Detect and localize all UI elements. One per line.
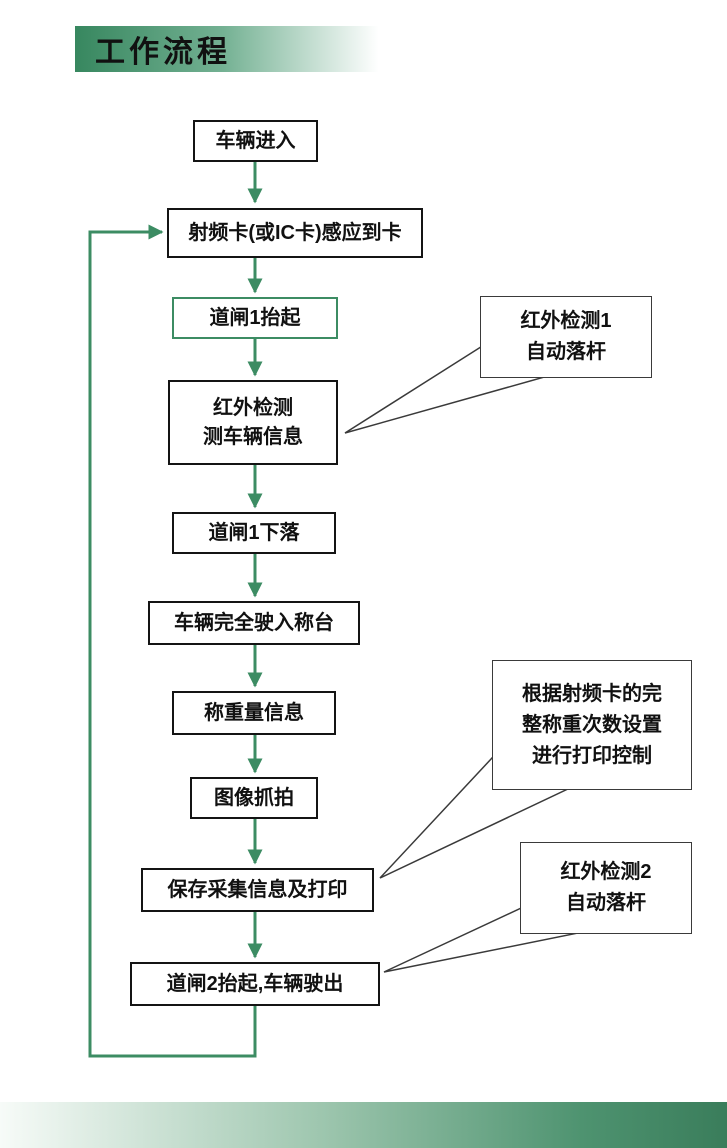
flow-node-image-capture: 图像抓拍	[190, 777, 318, 819]
flow-node-weigh-info: 称重量信息	[172, 691, 336, 735]
flow-node-vehicle-enter: 车辆进入	[193, 120, 318, 162]
flow-arrows	[88, 162, 263, 1058]
flow-node-rfid-sense: 射频卡(或IC卡)感应到卡	[167, 208, 423, 258]
flow-node-vehicle-on-scale: 车辆完全驶入称台	[148, 601, 360, 645]
flow-node-save-print: 保存采集信息及打印	[141, 868, 374, 912]
callout-infrared1: 红外检测1 自动落杆	[480, 296, 652, 378]
title-banner: 工作流程	[75, 26, 405, 72]
flow-node-barrier2-up-exit: 道闸2抬起,车辆驶出	[130, 962, 380, 1006]
callout-infrared2: 红外检测2 自动落杆	[520, 842, 692, 934]
callout-print-control: 根据射频卡的完 整称重次数设置 进行打印控制	[492, 660, 692, 790]
flow-node-barrier1-up: 道闸1抬起	[172, 297, 338, 339]
flow-node-barrier1-down: 道闸1下落	[172, 512, 336, 554]
loop-back-arrow	[88, 224, 257, 1058]
page-title: 工作流程	[95, 36, 231, 69]
footer-bar	[0, 1102, 727, 1148]
flow-node-infrared-detect: 红外检测 测车辆信息	[168, 380, 338, 465]
